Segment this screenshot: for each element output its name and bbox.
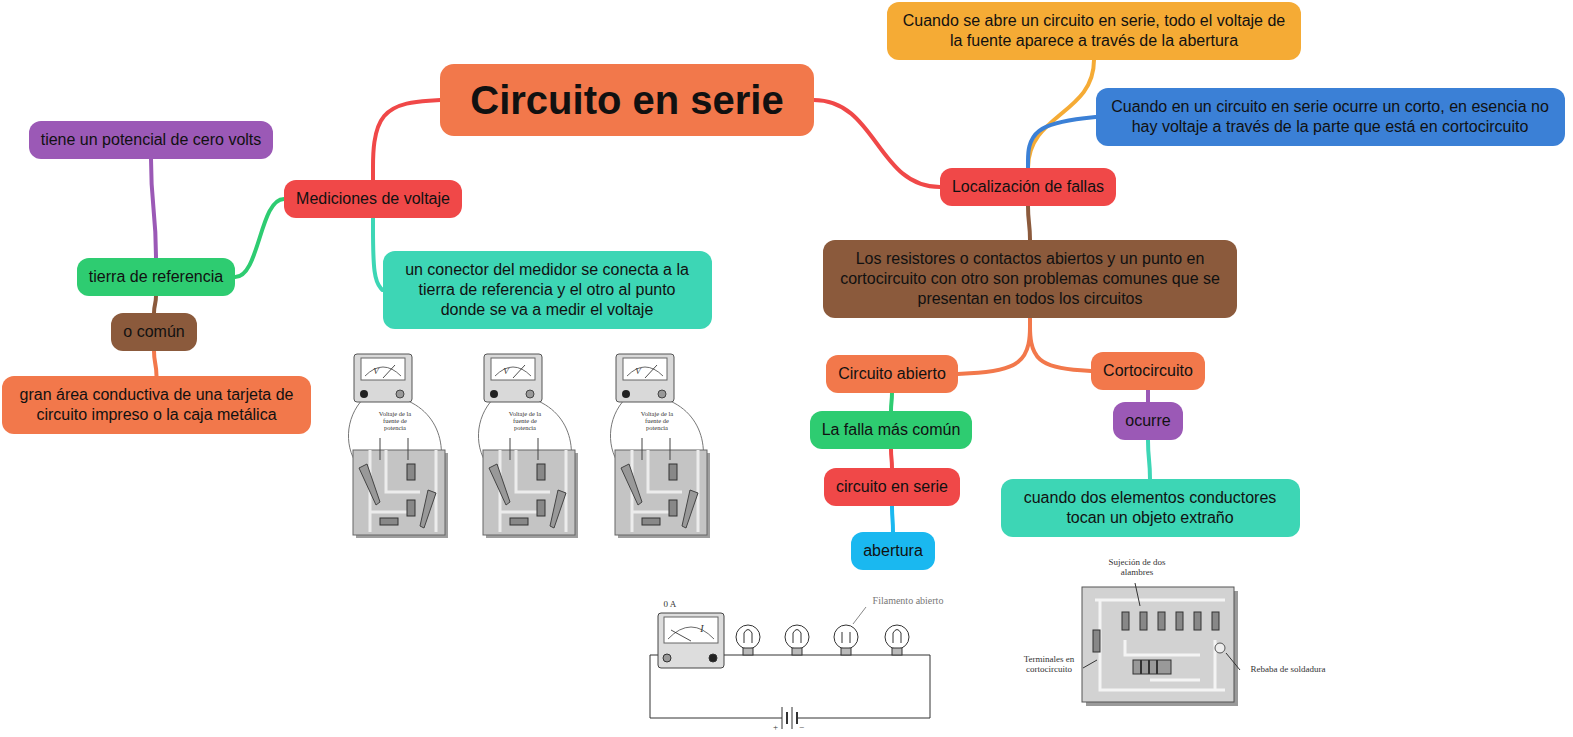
topic-box: Circuito abierto bbox=[826, 355, 958, 393]
topic-box: Cortocircuito bbox=[1091, 352, 1205, 390]
node-text: Circuito en serie bbox=[470, 76, 783, 124]
illustration-label: V bbox=[501, 367, 511, 377]
branch-connector bbox=[1028, 60, 1094, 168]
voltmeter-board bbox=[610, 354, 710, 538]
illustration-label: Filamento abierto bbox=[866, 595, 950, 606]
branch-connector bbox=[235, 199, 284, 277]
node-text: o común bbox=[123, 322, 184, 342]
branch-connector bbox=[1028, 117, 1096, 168]
central-topic: Circuito en serie bbox=[440, 64, 813, 136]
illustration-label: V bbox=[371, 367, 381, 377]
topic-box: abertura bbox=[851, 532, 935, 570]
circuit-board bbox=[1082, 583, 1240, 706]
branch-connector bbox=[891, 449, 892, 468]
branch-connector bbox=[1028, 206, 1030, 240]
branch-connector bbox=[373, 218, 383, 290]
node-text: Circuito abierto bbox=[838, 364, 946, 384]
voltmeter-boards bbox=[348, 354, 710, 538]
illustration-label: I bbox=[697, 623, 707, 634]
node-text: un conector del medidor se conecta a la … bbox=[395, 260, 700, 320]
note-box: gran área conductiva de una tarjeta de c… bbox=[2, 376, 311, 434]
branch-connector bbox=[891, 393, 892, 411]
illustration-label: V bbox=[633, 367, 643, 377]
illustration-label: Voltaje de la fuente de potencia bbox=[634, 410, 680, 431]
illustration-label: Voltaje de la fuente de potencia bbox=[372, 410, 418, 431]
branch-connector bbox=[1030, 318, 1091, 371]
illustration-label: Sujeción de dos alambres bbox=[1106, 558, 1168, 578]
branch-box: Mediciones de voltaje bbox=[284, 180, 462, 218]
branch-connector bbox=[958, 318, 1030, 374]
branch-connector bbox=[154, 296, 156, 313]
voltmeter-board bbox=[348, 354, 448, 538]
voltmeter-board bbox=[478, 354, 578, 538]
node-text: Cuando se abre un circuito en serie, tod… bbox=[899, 11, 1289, 51]
note-box: un conector del medidor se conecta a la … bbox=[383, 251, 712, 329]
node-text: tierra de referencia bbox=[89, 267, 223, 287]
note-box: cuando dos elementos conductores tocan u… bbox=[1001, 479, 1300, 537]
node-text: tiene un potencial de cero volts bbox=[41, 130, 262, 150]
topic-box: tiene un potencial de cero volts bbox=[29, 121, 274, 159]
illustration-label: + bbox=[771, 723, 780, 733]
branch-connector bbox=[373, 100, 440, 180]
branch-connector bbox=[892, 506, 893, 532]
branch-connector bbox=[154, 351, 157, 376]
node-text: abertura bbox=[863, 541, 923, 561]
topic-box: o común bbox=[111, 313, 196, 351]
topic-box: ocurre bbox=[1113, 402, 1182, 440]
illustration-label: Rebaba de soldadura bbox=[1242, 665, 1334, 675]
series-bulb-circuit bbox=[650, 607, 930, 729]
branch-connector bbox=[1146, 390, 1150, 402]
node-text: circuito en serie bbox=[836, 477, 948, 497]
node-text: ocurre bbox=[1125, 411, 1170, 431]
node-text: Mediciones de voltaje bbox=[296, 189, 450, 209]
node-text: Cortocircuito bbox=[1103, 361, 1193, 381]
node-text: Cuando en un circuito en serie ocurre un… bbox=[1108, 97, 1553, 137]
branch-connector bbox=[151, 159, 156, 258]
illustration-label: Voltaje de la fuente de potencia bbox=[502, 410, 548, 431]
branch-connector bbox=[814, 100, 940, 187]
illustration-label: 0 A bbox=[655, 600, 685, 610]
branch-connector bbox=[1148, 440, 1150, 479]
topic-box: La falla más común bbox=[810, 411, 973, 449]
note-box: Cuando se abre un circuito en serie, tod… bbox=[887, 2, 1301, 60]
note-box: Los resistores o contactos abiertos y un… bbox=[823, 240, 1237, 318]
note-box: Cuando en un circuito en serie ocurre un… bbox=[1096, 88, 1565, 146]
node-text: Los resistores o contactos abiertos y un… bbox=[835, 249, 1225, 309]
topic-box: tierra de referencia bbox=[77, 258, 235, 296]
illustration-label: Terminales en cortocircuito bbox=[1018, 655, 1080, 675]
branch-box: Localización de fallas bbox=[940, 168, 1116, 206]
node-text: La falla más común bbox=[822, 420, 961, 440]
node-text: gran área conductiva de una tarjeta de c… bbox=[14, 385, 299, 425]
topic-box: circuito en serie bbox=[824, 468, 960, 506]
node-text: Localización de fallas bbox=[952, 177, 1104, 197]
node-text: cuando dos elementos conductores tocan u… bbox=[1013, 488, 1288, 528]
illustration-label: − bbox=[797, 723, 806, 733]
